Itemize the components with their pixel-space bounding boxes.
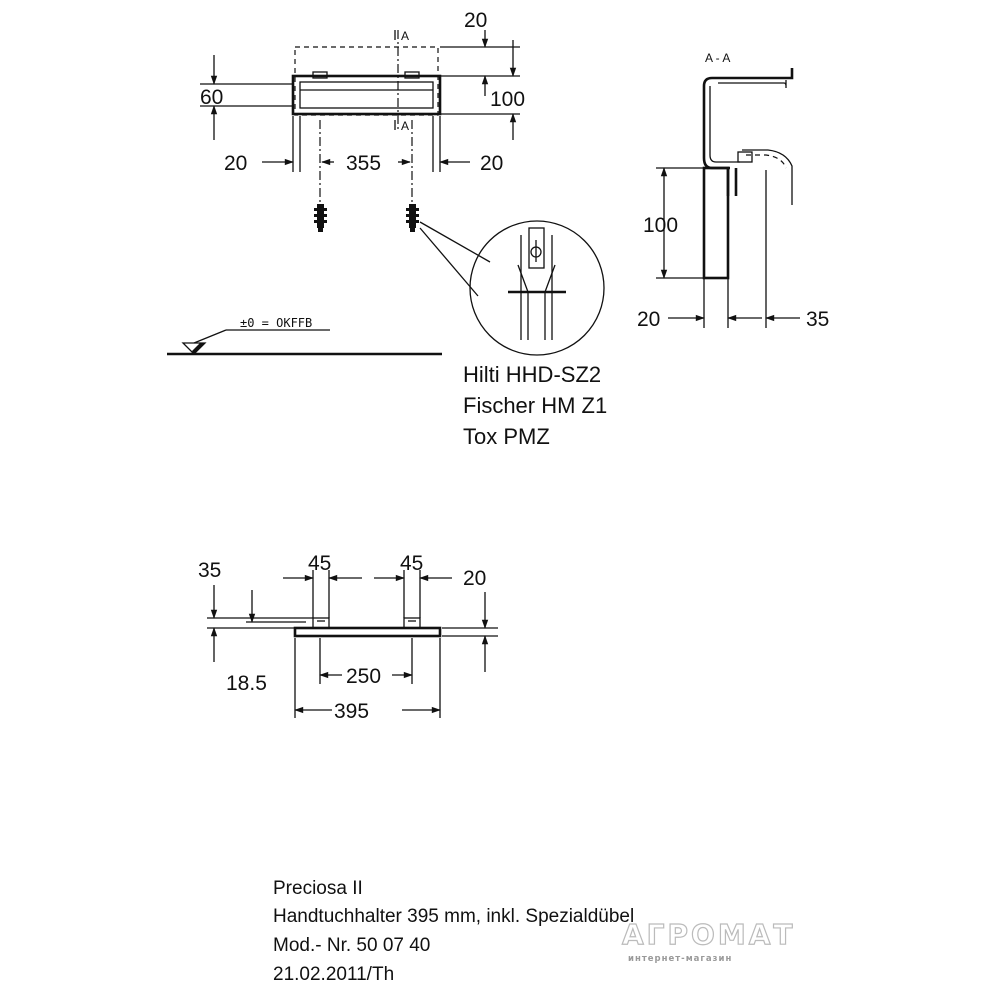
top-view-body-outer (291, 74, 442, 116)
drawing-date: 21.02.2011/Th (273, 964, 394, 985)
watermark-tagline: интернет-магазин (628, 954, 732, 964)
watermark: АГРОМАТ интернет-магазин (621, 917, 795, 964)
fixing-3: Tox PMZ (463, 424, 550, 449)
section-mark-top: A (401, 29, 409, 43)
front-view-plate (293, 626, 442, 638)
dim-front-mount-height: 35 (198, 559, 221, 582)
dim-front-plate-thickness: 20 (463, 567, 486, 590)
floor-reference: ±0 = OKFFB (167, 316, 442, 356)
section-view: A - A 100 20 35 (637, 51, 829, 331)
watermark-brand: АГРОМАТ (622, 918, 795, 951)
front-view: 45 45 20 35 18.5 250 395 (198, 552, 498, 723)
product-description: Handtuchhalter 395 mm, inkl. Spezialdübe… (273, 906, 634, 927)
dim-front-hole-spacing: 250 (346, 665, 381, 688)
dim-front-total-length: 395 (334, 700, 369, 723)
section-mark-bottom: A (401, 119, 409, 133)
dim-section-thickness: 20 (637, 308, 660, 331)
dim-front-mount-left: 45 (308, 552, 331, 575)
info-block: Preciosa II Handtuchhalter 395 mm, inkl.… (273, 878, 634, 985)
anchor-detail (469, 220, 605, 356)
section-title: A - A (705, 51, 730, 65)
fixings-list: Hilti HHD-SZ2 Fischer HM Z1 Tox PMZ (463, 362, 607, 449)
dim-section-depth: 35 (806, 308, 829, 331)
section-wall-plate (702, 166, 730, 280)
floor-reference-label: ±0 = OKFFB (240, 316, 312, 330)
dim-top-hole-spacing: 355 (346, 152, 381, 175)
fixing-1: Hilti HHD-SZ2 (463, 362, 601, 387)
dim-section-height: 100 (643, 214, 678, 237)
dim-top-right-offset: 20 (480, 152, 503, 175)
front-mount-right (403, 617, 421, 629)
model-number: Mod.- Nr. 50 07 40 (273, 935, 430, 956)
top-view-body-inner (299, 81, 434, 109)
dim-front-offset: 18.5 (226, 672, 267, 695)
fixing-2: Fischer HM Z1 (463, 393, 607, 418)
dim-top-left-offset: 20 (224, 152, 247, 175)
top-view-stud-left (312, 71, 328, 79)
dim-top-depth: 20 (464, 9, 487, 32)
anchor-bolt-right (406, 204, 419, 232)
anchor-bolt-left (314, 204, 327, 232)
dim-top-height-left: 60 (200, 86, 223, 109)
top-view-stud-right (404, 71, 420, 79)
product-name: Preciosa II (273, 878, 363, 899)
top-view: A A 20 100 60 20 355 20 (200, 9, 605, 356)
top-view-envelope (294, 46, 439, 116)
front-mount-left (312, 617, 330, 629)
dim-top-height-right: 100 (490, 88, 525, 111)
dim-front-mount-right: 45 (400, 552, 423, 575)
